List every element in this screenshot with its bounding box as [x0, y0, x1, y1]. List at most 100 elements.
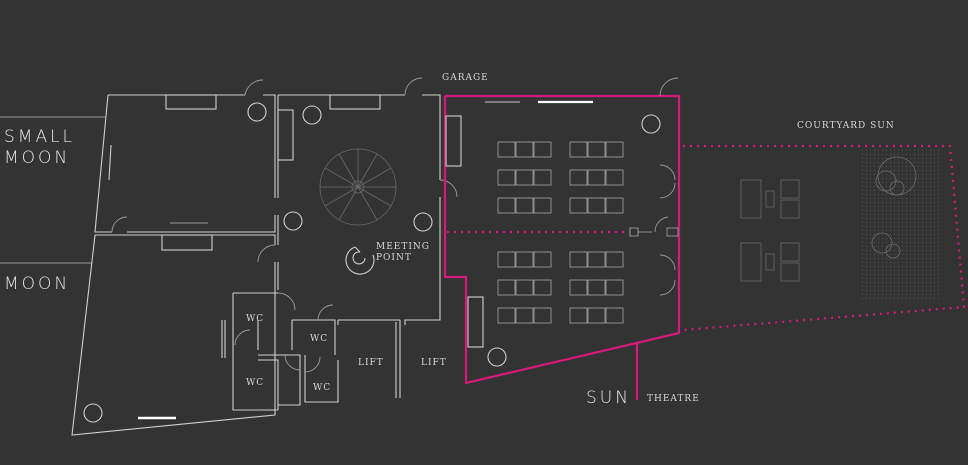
paving-dot — [874, 262, 875, 263]
paving-dot — [862, 166, 863, 167]
paving-dot — [934, 262, 935, 263]
paving-dot — [930, 166, 931, 167]
paving-dot — [926, 262, 927, 263]
seat — [515, 251, 534, 268]
paving-dot — [870, 182, 871, 183]
paving-dot — [886, 262, 887, 263]
paving-dot — [926, 198, 927, 199]
paving-dot — [918, 242, 919, 243]
paving-dot — [886, 214, 887, 215]
paving-dot — [914, 158, 915, 159]
paving-dot — [894, 298, 895, 299]
paving-dot — [878, 290, 879, 291]
paving-dot — [922, 174, 923, 175]
paving-dot — [930, 258, 931, 259]
paving-dot — [870, 214, 871, 215]
paving-dot — [886, 186, 887, 187]
paving-dot — [874, 282, 875, 283]
paving-dot — [862, 238, 863, 239]
paving-dot — [934, 154, 935, 155]
paving-dot — [922, 190, 923, 191]
paving-dot — [918, 290, 919, 291]
paving-dot — [886, 162, 887, 163]
paving-dot — [906, 158, 907, 159]
paving-dot — [906, 170, 907, 171]
paving-dot — [926, 178, 927, 179]
paving-dot — [886, 150, 887, 151]
paving-dot — [882, 298, 883, 299]
paving-dot — [898, 258, 899, 259]
paving-dot — [878, 294, 879, 295]
paving-dot — [886, 234, 887, 235]
paving-dot — [934, 242, 935, 243]
small-moon-label-line1: SMALL — [4, 127, 75, 147]
paving-dot — [918, 234, 919, 235]
paving-dot — [930, 214, 931, 215]
paving-dot — [890, 198, 891, 199]
paving-dot — [890, 206, 891, 207]
paving-dot — [866, 218, 867, 219]
paving-dot — [918, 274, 919, 275]
meeting-point-icon — [345, 246, 375, 275]
paving-dot — [922, 202, 923, 203]
paving-dot — [882, 210, 883, 211]
courtyard-sun[interactable] — [682, 144, 966, 332]
paving-dot — [862, 270, 863, 271]
paving-dot — [874, 226, 875, 227]
paving-dot — [882, 206, 883, 207]
lift-label-1: LIFT — [358, 358, 384, 368]
paving-dot — [862, 182, 863, 183]
paving-dot — [926, 190, 927, 191]
paving-dot — [866, 286, 867, 287]
paving-dot — [878, 190, 879, 191]
paving-dot — [898, 154, 899, 155]
paving-dot — [886, 198, 887, 199]
paving-dot — [862, 246, 863, 247]
paving-dot — [882, 214, 883, 215]
paving-dot — [906, 206, 907, 207]
paving-dot — [886, 230, 887, 231]
paving-dot — [874, 178, 875, 179]
paving-dot — [890, 202, 891, 203]
paving-dot — [902, 186, 903, 187]
paving-dot — [902, 154, 903, 155]
paving-dot — [910, 258, 911, 259]
lift-area: LIFT LIFT — [337, 319, 446, 398]
paving-dot — [894, 262, 895, 263]
paving-dot — [894, 166, 895, 167]
paving-dot — [930, 150, 931, 151]
paving-dot — [914, 234, 915, 235]
room-moon[interactable] — [71, 234, 276, 436]
paving-dot — [938, 230, 939, 231]
paving-dot — [906, 254, 907, 255]
paving-dot — [882, 226, 883, 227]
paving-dot — [898, 270, 899, 271]
paving-dot — [914, 274, 915, 275]
paving-dot — [862, 234, 863, 235]
paving-dot — [894, 218, 895, 219]
room-small-moon[interactable] — [94, 79, 276, 233]
paving-dot — [874, 218, 875, 219]
paving-dot — [894, 210, 895, 211]
paving-dot — [922, 222, 923, 223]
paving-dot — [914, 270, 915, 271]
paving-dot — [902, 170, 903, 171]
paving-dot — [922, 298, 923, 299]
paving-dot — [874, 158, 875, 159]
seat — [605, 141, 624, 158]
paving-dot — [910, 186, 911, 187]
paving-dot — [886, 238, 887, 239]
room-sun-theatre[interactable] — [443, 94, 681, 400]
paving-dot — [918, 154, 919, 155]
paving-dot — [918, 178, 919, 179]
paving-dot — [882, 162, 883, 163]
paving-dot — [874, 166, 875, 167]
paving-dot — [918, 198, 919, 199]
paving-dot — [930, 154, 931, 155]
paving-dot — [930, 278, 931, 279]
paving-dot — [902, 254, 903, 255]
paving-dot — [878, 282, 879, 283]
paving-dot — [882, 174, 883, 175]
paving-dot — [926, 186, 927, 187]
paving-dot — [890, 154, 891, 155]
